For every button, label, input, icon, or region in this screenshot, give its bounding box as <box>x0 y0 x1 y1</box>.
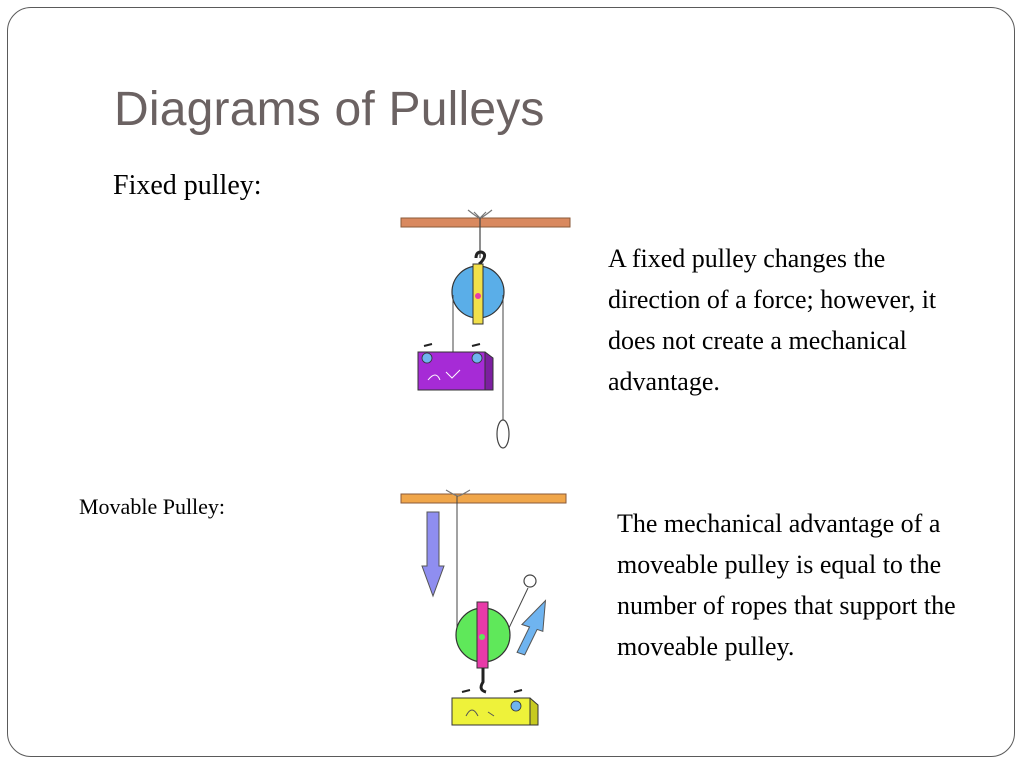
fixed-rope-handle <box>496 419 510 449</box>
movable-knot <box>445 489 471 497</box>
slide-frame <box>7 7 1015 757</box>
movable-ceiling-beam <box>400 493 567 504</box>
slide-title: Diagrams of Pulleys <box>114 83 545 136</box>
movable-rope-handle <box>523 574 537 588</box>
fixed-pulley-description: A fixed pulley changes the direction of … <box>608 244 937 396</box>
upward-force-arrow <box>516 599 547 656</box>
fixed-ceiling-beam <box>400 217 571 228</box>
downward-force-arrow <box>421 511 445 598</box>
movable-pulley-label: Movable Pulley: <box>79 494 226 519</box>
fixed-pulley-label: Fixed pulley: <box>113 170 262 201</box>
movable-pulley-description: The mechanical advantage of a moveable p… <box>617 509 956 661</box>
